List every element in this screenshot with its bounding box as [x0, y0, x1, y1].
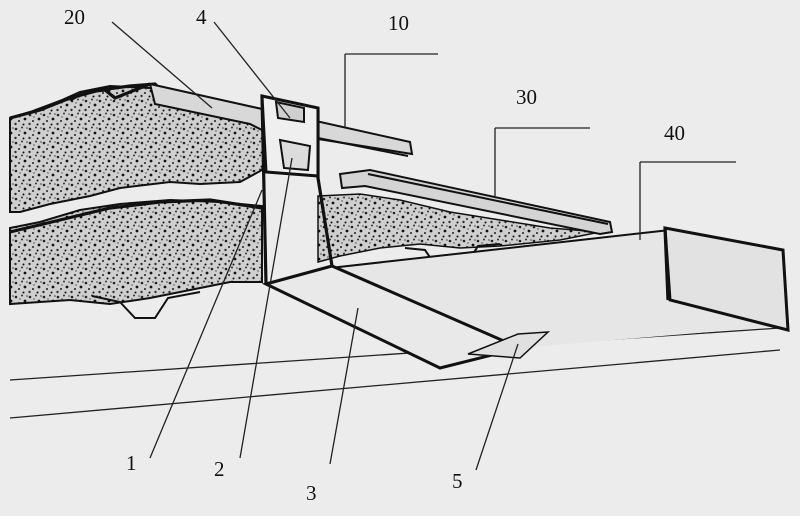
leader-40	[639, 161, 736, 240]
label-5: 5	[452, 469, 463, 493]
leader-1	[149, 189, 263, 459]
top-box-inner	[274, 100, 305, 124]
label-4: 4	[196, 5, 207, 29]
far-rock-layer	[317, 193, 601, 263]
leader-30	[494, 127, 590, 196]
box-2	[278, 138, 312, 172]
beam-30	[338, 168, 614, 236]
leader-3	[329, 307, 359, 465]
beam-10-lower-edge	[317, 137, 409, 157]
beam-30-upper-edge	[367, 173, 609, 225]
shoe-5	[467, 331, 551, 359]
platform-40-edge	[329, 229, 671, 269]
end-wall-post	[663, 227, 670, 301]
leader-2	[239, 157, 293, 459]
leader-10	[344, 53, 438, 128]
leader-5	[475, 343, 519, 471]
label-10: 10	[388, 11, 409, 35]
ground-line-back	[9, 349, 781, 419]
lower-rock-layer	[9, 198, 263, 306]
lower-rock-top-edge	[9, 198, 263, 234]
label-1: 1	[126, 451, 137, 475]
label-3: 3	[306, 481, 317, 505]
label-2: 2	[214, 457, 225, 481]
label-40: 40	[664, 121, 685, 145]
leader-20	[111, 21, 213, 109]
label-30: 30	[516, 85, 537, 109]
trough-left	[91, 291, 201, 319]
leader-4	[213, 21, 291, 119]
label-20: 20	[64, 5, 85, 29]
upper-rock-bump	[69, 82, 151, 102]
